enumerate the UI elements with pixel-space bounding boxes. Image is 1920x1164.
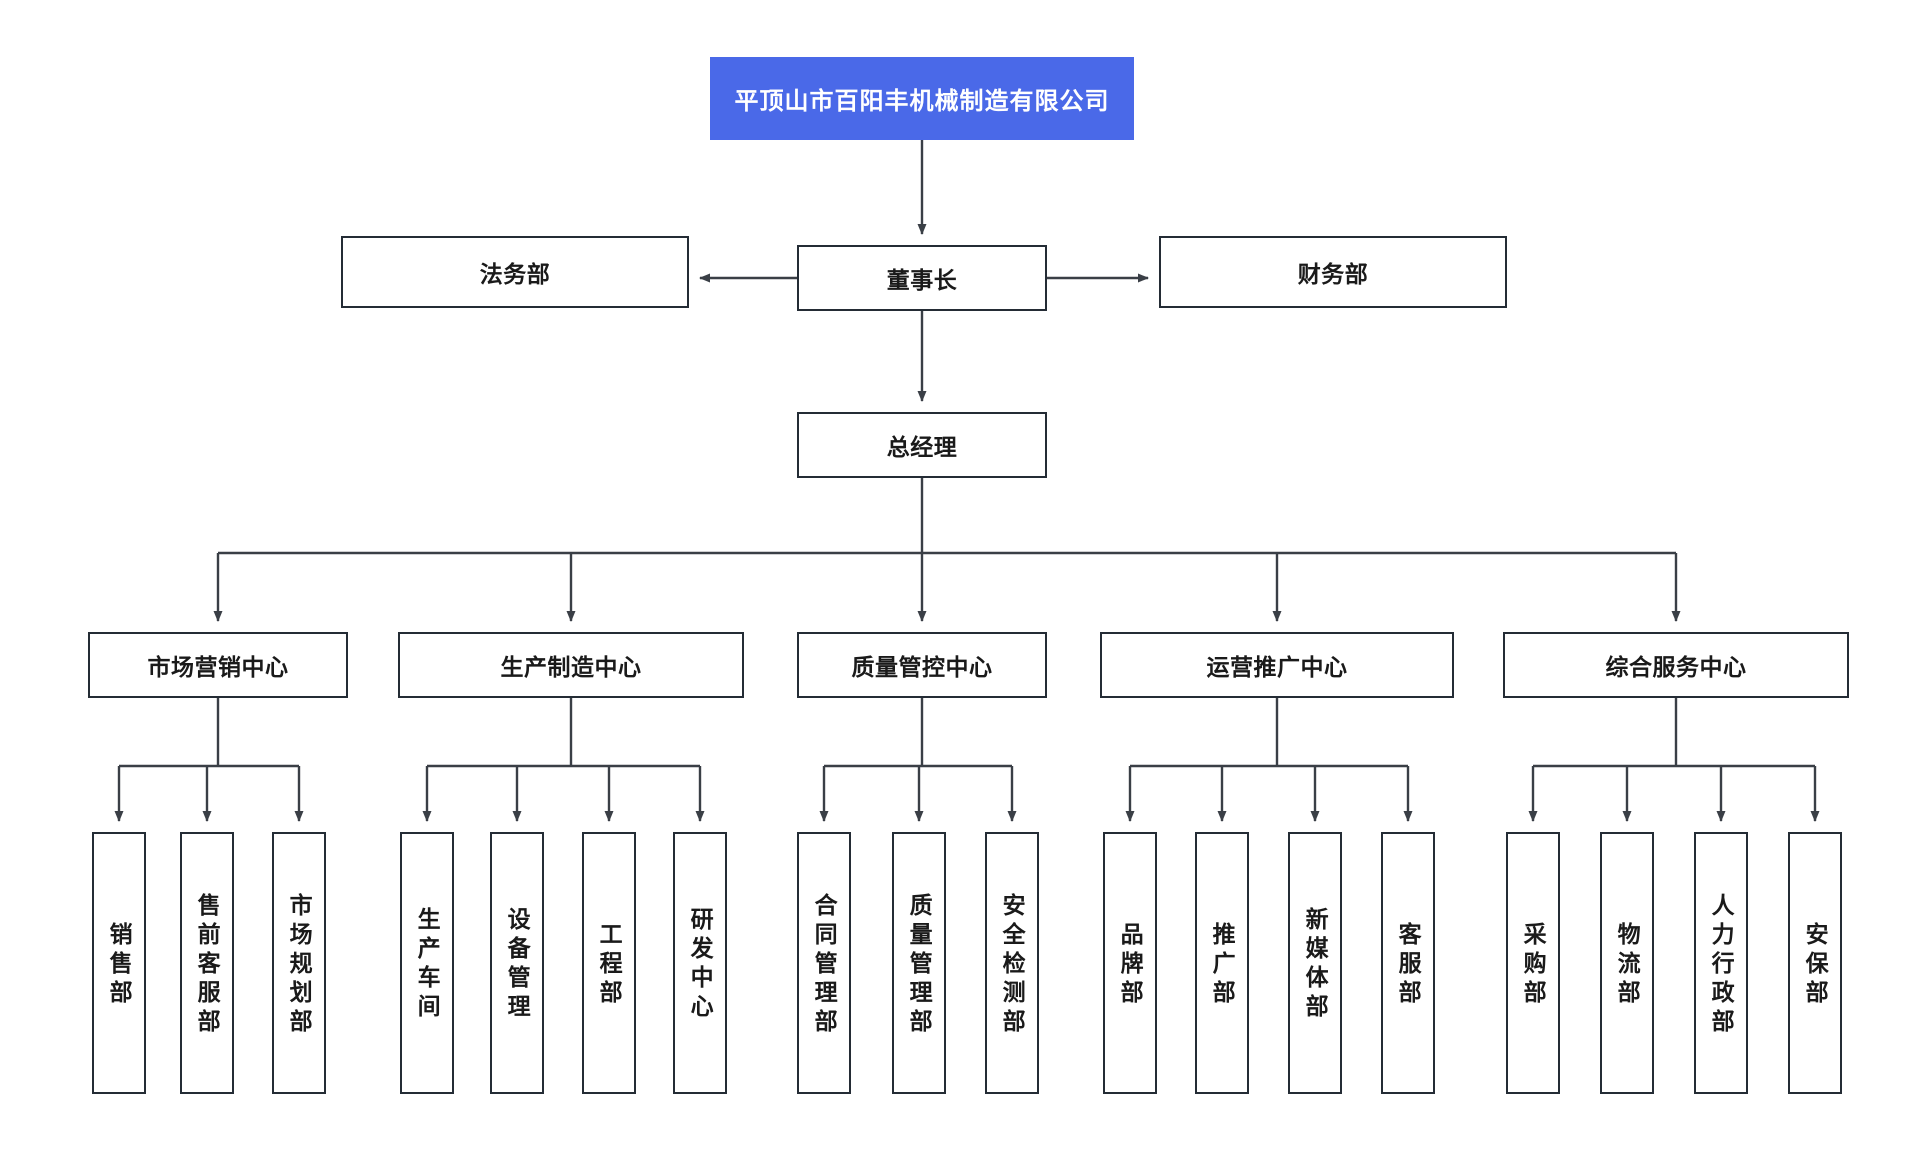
node-label: 生产制造中心	[500, 654, 642, 680]
node-chairman[interactable]: 董事长	[797, 245, 1047, 311]
node-label: 设备管理	[504, 907, 531, 1023]
node-center-1[interactable]: 市场营销中心	[88, 632, 348, 698]
node-leaf-2-1[interactable]: 生产车间	[400, 832, 454, 1094]
node-leaf-4-1[interactable]: 品牌部	[1103, 832, 1157, 1094]
node-leaf-2-3[interactable]: 工程部	[582, 832, 636, 1094]
node-label: 综合服务中心	[1605, 654, 1747, 680]
node-legal-department[interactable]: 法务部	[341, 236, 689, 308]
node-leaf-5-2[interactable]: 物流部	[1600, 832, 1654, 1094]
node-label: 市场营销中心	[147, 654, 289, 680]
node-label: 运营推广中心	[1206, 654, 1348, 680]
node-label: 平顶山市百阳丰机械制造有限公司	[734, 88, 1110, 115]
node-label: 新媒体部	[1302, 907, 1329, 1023]
node-leaf-3-2[interactable]: 质量管理部	[892, 832, 946, 1094]
node-leaf-3-3[interactable]: 安全检测部	[985, 832, 1039, 1094]
node-label: 客服部	[1395, 921, 1422, 1009]
node-leaf-1-2[interactable]: 售前客服部	[180, 832, 234, 1094]
node-label: 人力行政部	[1708, 892, 1735, 1038]
node-center-5[interactable]: 综合服务中心	[1503, 632, 1849, 698]
node-label: 推广部	[1209, 921, 1236, 1009]
node-label: 生产车间	[414, 907, 441, 1023]
node-center-4[interactable]: 运营推广中心	[1100, 632, 1454, 698]
node-label: 质量管控中心	[851, 654, 993, 680]
node-leaf-4-4[interactable]: 客服部	[1381, 832, 1435, 1094]
node-center-2[interactable]: 生产制造中心	[398, 632, 744, 698]
node-leaf-2-2[interactable]: 设备管理	[490, 832, 544, 1094]
node-label: 法务部	[479, 261, 551, 287]
node-label: 物流部	[1614, 921, 1641, 1009]
node-label: 安全检测部	[999, 892, 1026, 1038]
node-label: 售前客服部	[194, 892, 221, 1038]
node-label: 安保部	[1802, 921, 1829, 1009]
node-label: 董事长	[886, 267, 958, 293]
node-company-root[interactable]: 平顶山市百阳丰机械制造有限公司	[710, 57, 1134, 140]
node-label: 总经理	[886, 434, 958, 460]
node-label: 销售部	[106, 921, 133, 1009]
node-label: 研发中心	[687, 907, 714, 1023]
node-leaf-5-3[interactable]: 人力行政部	[1694, 832, 1748, 1094]
node-leaf-5-4[interactable]: 安保部	[1788, 832, 1842, 1094]
node-label: 工程部	[596, 921, 623, 1009]
node-label: 市场规划部	[286, 892, 313, 1038]
node-finance-department[interactable]: 财务部	[1159, 236, 1507, 308]
node-leaf-2-4[interactable]: 研发中心	[673, 832, 727, 1094]
node-leaf-3-1[interactable]: 合同管理部	[797, 832, 851, 1094]
node-leaf-1-3[interactable]: 市场规划部	[272, 832, 326, 1094]
node-label: 财务部	[1297, 261, 1369, 287]
node-leaf-1-1[interactable]: 销售部	[92, 832, 146, 1094]
node-center-3[interactable]: 质量管控中心	[797, 632, 1047, 698]
node-leaf-5-1[interactable]: 采购部	[1506, 832, 1560, 1094]
node-label: 品牌部	[1117, 921, 1144, 1009]
node-general-manager[interactable]: 总经理	[797, 412, 1047, 478]
node-leaf-4-2[interactable]: 推广部	[1195, 832, 1249, 1094]
node-label: 采购部	[1520, 921, 1547, 1009]
node-leaf-4-3[interactable]: 新媒体部	[1288, 832, 1342, 1094]
node-label: 合同管理部	[811, 892, 838, 1038]
node-label: 质量管理部	[906, 892, 933, 1038]
